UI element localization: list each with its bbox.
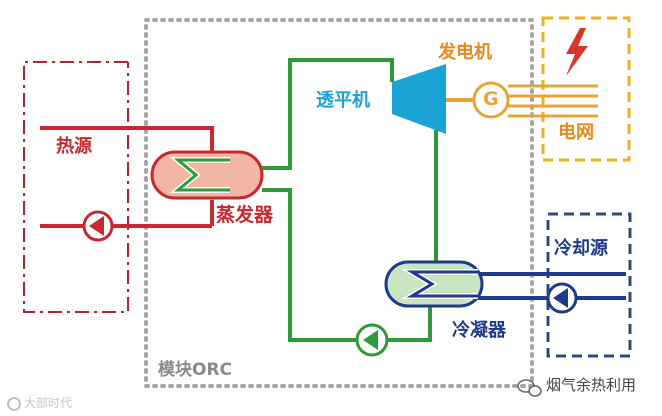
grid-box xyxy=(541,16,631,162)
watermark-logo-icon xyxy=(7,397,21,411)
cooling-source-box xyxy=(546,212,632,358)
evaporator-label: 蒸发器 xyxy=(216,204,274,226)
orc-module-boundary xyxy=(144,18,534,388)
wechat-icon xyxy=(517,379,542,397)
orc-loop-turbine-to-condenser xyxy=(412,130,438,272)
generator-symbol: G xyxy=(483,88,499,110)
heat-supply-line xyxy=(40,126,214,158)
grid-label: 电网 xyxy=(558,122,594,143)
generator-icon xyxy=(472,81,510,119)
lightning-icon xyxy=(566,28,588,76)
heat-pump-icon xyxy=(82,210,114,242)
watermark-left: 大部时代 xyxy=(24,396,73,410)
heat-source-box xyxy=(23,61,129,313)
module-label: 模块ORC xyxy=(158,360,233,380)
grid-output-lines xyxy=(508,84,598,118)
turbine-label: 透平机 xyxy=(316,90,370,111)
generator-label: 发电机 xyxy=(438,42,492,63)
condenser-label: 冷凝器 xyxy=(452,320,506,341)
heat-source-label: 热源 xyxy=(56,136,92,157)
orc-pump-icon xyxy=(355,323,389,357)
cooling-source-label: 冷却源 xyxy=(554,238,608,259)
turbine-icon xyxy=(392,64,446,134)
orc-loop-evap-to-turbine xyxy=(262,58,394,170)
watermark-right: 烟气余热利用 xyxy=(546,376,637,394)
evaporator-icon xyxy=(150,150,264,200)
cooling-pump-icon xyxy=(546,282,578,314)
condenser-icon xyxy=(384,260,484,308)
orc-loop-pump-to-evaporator xyxy=(262,188,358,342)
